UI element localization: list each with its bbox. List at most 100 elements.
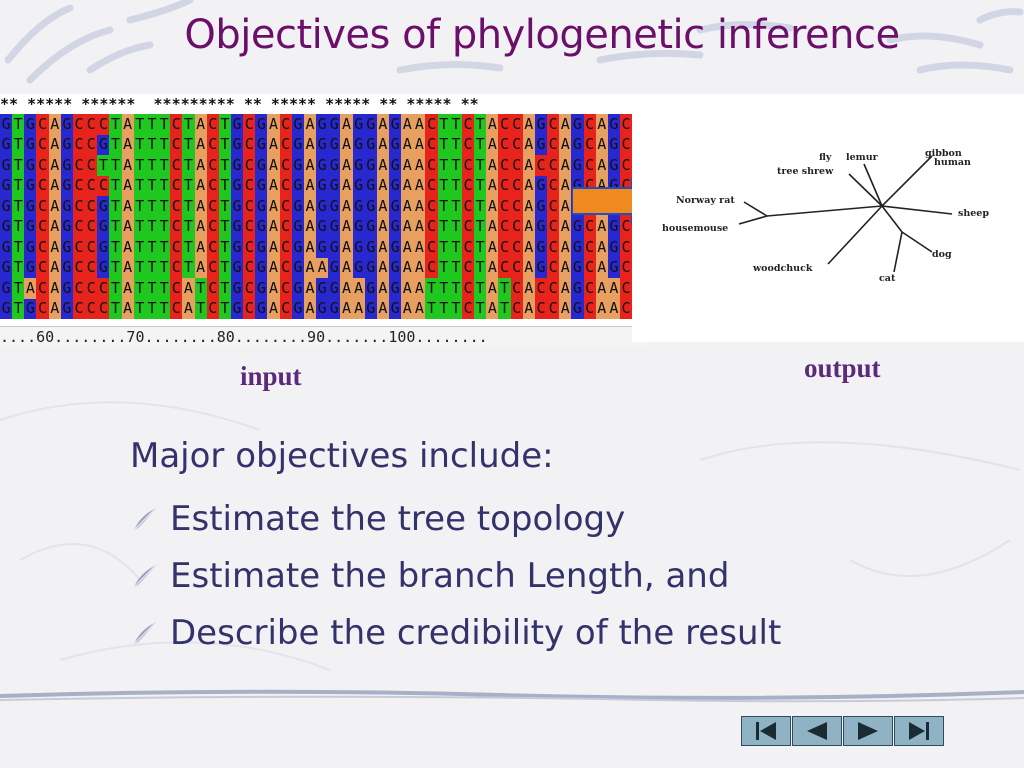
next-slide-button[interactable] — [843, 716, 893, 746]
base-cell: T — [218, 257, 231, 278]
base-cell: A — [413, 175, 426, 196]
base-cell: T — [158, 298, 171, 319]
base-cell: C — [206, 298, 219, 319]
base-cell: A — [267, 175, 280, 196]
base-cell: T — [109, 175, 122, 196]
base-cell: A — [267, 237, 280, 258]
base-cell: A — [401, 237, 414, 258]
base-cell: C — [510, 237, 523, 258]
base-cell: C — [85, 278, 98, 299]
base-cell: T — [109, 216, 122, 237]
base-cell: T — [133, 134, 146, 155]
base-cell: T — [474, 278, 487, 299]
base-cell: A — [303, 216, 317, 237]
base-cell: C — [510, 298, 523, 319]
base-cell: G — [24, 196, 37, 217]
base-cell: G — [230, 114, 244, 135]
base-cell: A — [267, 278, 280, 299]
base-cell: A — [352, 298, 365, 319]
base-cell: T — [449, 298, 462, 319]
base-cell: A — [559, 298, 572, 319]
base-cell: G — [255, 298, 268, 319]
base-cell: G — [328, 175, 341, 196]
base-cell: G — [291, 216, 304, 237]
base-cell: A — [522, 278, 535, 299]
base-cell: T — [474, 134, 487, 155]
base-cell: A — [595, 278, 608, 299]
base-cell: A — [376, 134, 389, 155]
phylogenetic-tree: fly lemur gibbon human tree shrew Norway… — [632, 94, 1024, 342]
base-cell: C — [510, 278, 523, 299]
base-cell: C — [72, 237, 86, 258]
base-cell: A — [522, 196, 535, 217]
first-slide-icon — [756, 722, 776, 740]
base-cell: G — [0, 155, 13, 176]
base-cell: C — [36, 134, 49, 155]
base-cell: T — [158, 216, 171, 237]
base-cell: A — [413, 196, 426, 217]
base-cell: G — [291, 237, 304, 258]
base-cell: G — [230, 196, 244, 217]
base-cell: A — [522, 216, 535, 237]
base-cell: C — [85, 175, 98, 196]
base-cell: G — [364, 257, 377, 278]
base-cell: T — [218, 155, 231, 176]
base-cell: G — [60, 278, 73, 299]
base-cell: G — [328, 278, 341, 299]
base-cell: C — [170, 216, 183, 237]
base-cell: G — [230, 237, 244, 258]
base-cell: G — [364, 216, 377, 237]
base-cell: T — [12, 155, 25, 176]
base-cell: G — [389, 278, 402, 299]
base-cell: C — [243, 114, 256, 135]
base-cell: C — [547, 134, 560, 155]
base-cell: G — [24, 114, 37, 135]
base-cell: G — [534, 114, 548, 135]
base-cell: G — [60, 134, 73, 155]
base-cell: A — [522, 175, 535, 196]
lead-text: Major objectives include: — [130, 436, 554, 476]
objectives-content: Major objectives include: Estimate the t… — [130, 436, 781, 661]
base-cell: G — [230, 175, 244, 196]
base-cell: G — [291, 278, 304, 299]
base-cell: T — [145, 196, 159, 217]
taxon-label: gibbon — [925, 148, 962, 159]
base-cell: T — [437, 278, 450, 299]
base-cell: C — [619, 114, 632, 135]
base-cell: T — [109, 298, 122, 319]
base-cell: C — [461, 298, 475, 319]
base-cell: C — [36, 175, 49, 196]
base-cell: A — [48, 278, 61, 299]
base-cell: C — [510, 175, 523, 196]
base-cell: G — [364, 175, 377, 196]
base-cell: C — [547, 114, 560, 135]
last-slide-button[interactable] — [894, 716, 944, 746]
base-cell: G — [230, 278, 244, 299]
base-cell: A — [376, 216, 389, 237]
base-cell: C — [498, 237, 511, 258]
base-cell: T — [12, 237, 25, 258]
base-cell: G — [316, 237, 329, 258]
base-cell: C — [510, 155, 523, 176]
base-cell: C — [583, 134, 596, 155]
base-cell: A — [595, 237, 608, 258]
base-cell: T — [449, 155, 462, 176]
base-cell: G — [255, 114, 268, 135]
base-cell: G — [60, 196, 73, 217]
base-cell: C — [36, 196, 49, 217]
base-cell: T — [425, 298, 438, 319]
base-cell: G — [0, 237, 13, 258]
first-slide-button[interactable] — [741, 716, 791, 746]
base-cell: A — [194, 155, 207, 176]
base-cell: A — [121, 196, 134, 217]
base-cell: T — [437, 175, 450, 196]
base-cell: G — [230, 257, 244, 278]
previous-slide-button[interactable] — [792, 716, 842, 746]
base-cell: A — [48, 175, 61, 196]
base-cell: T — [437, 196, 450, 217]
